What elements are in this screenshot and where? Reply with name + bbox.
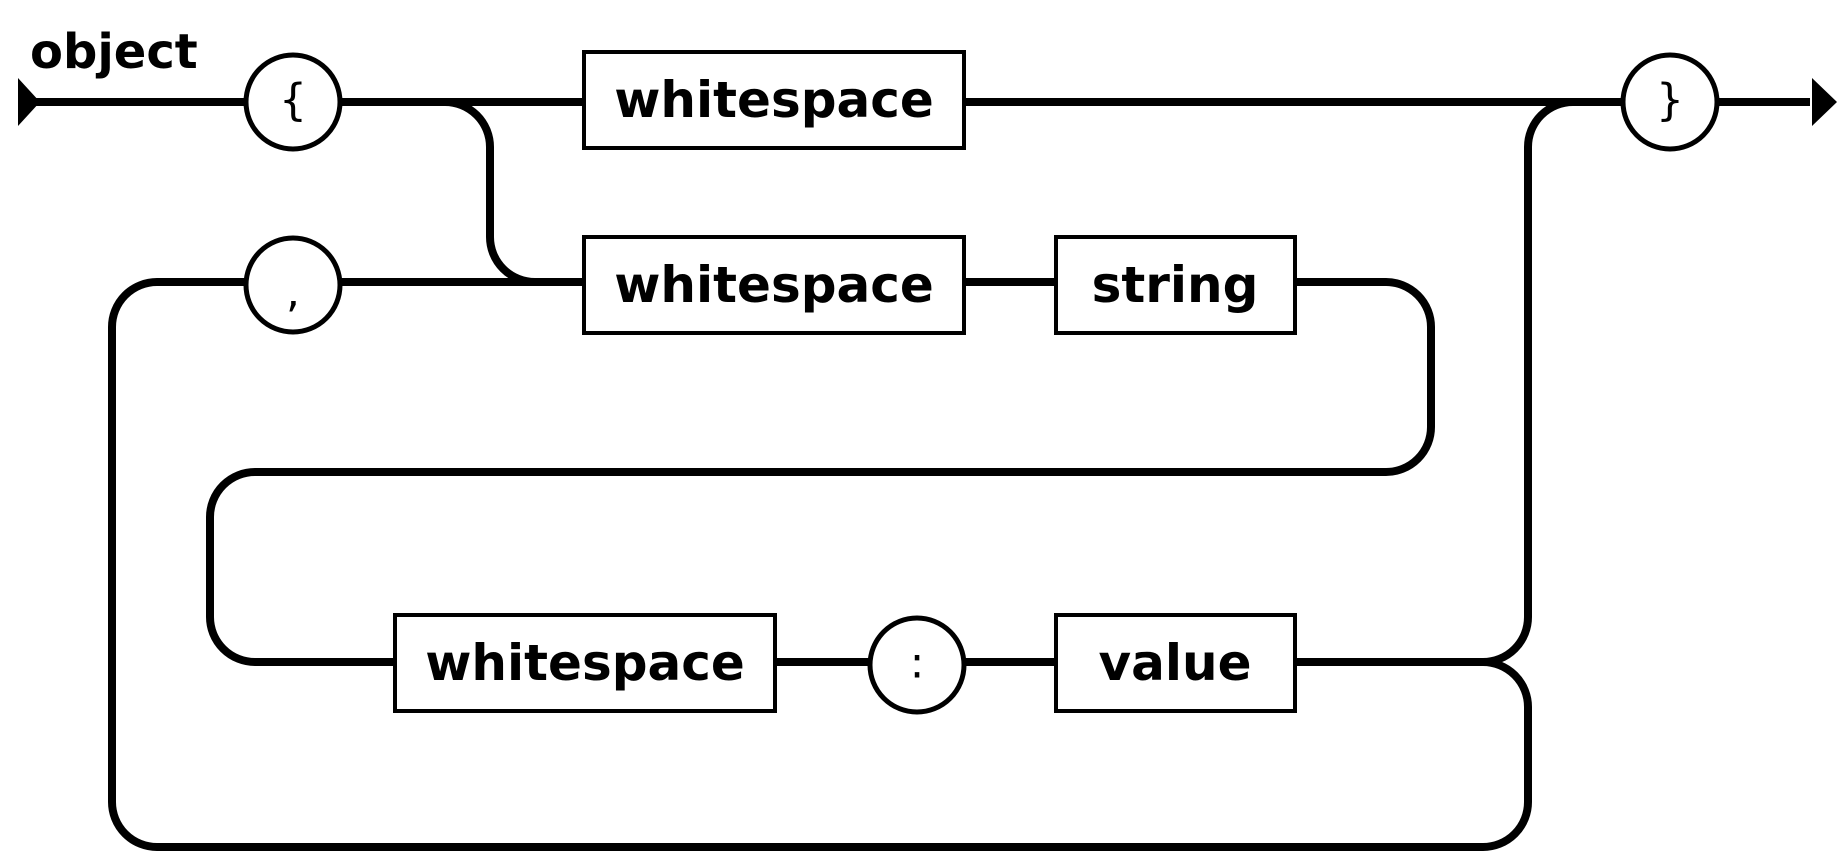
member-branch-track [400, 98, 588, 286]
value-box: value [1054, 613, 1297, 713]
value-label: value [1099, 634, 1252, 692]
railroad-tracks [30, 98, 1810, 851]
string-wrap-track [206, 278, 1435, 666]
whitespace-mid-label: whitespace [614, 256, 934, 314]
open-brace-terminal: { [243, 52, 343, 152]
whitespace-top-label: whitespace [614, 71, 934, 129]
close-brace-terminal: } [1620, 52, 1720, 152]
whitespace-box-top: whitespace [582, 50, 966, 150]
open-brace-label: { [279, 75, 307, 126]
string-label: string [1092, 256, 1259, 314]
whitespace-bottom-label: whitespace [425, 634, 745, 692]
whitespace-box-bottom: whitespace [393, 613, 777, 713]
diagram-title: object [30, 24, 198, 80]
string-box: string [1054, 235, 1297, 335]
whitespace-box-member: whitespace [582, 235, 966, 335]
value-exit-track [1293, 98, 1623, 666]
entry-arrow-icon [18, 78, 40, 126]
comma-label: , [286, 267, 300, 318]
colon-label: : [910, 638, 925, 689]
colon-terminal: : [867, 615, 967, 715]
close-brace-label: } [1656, 75, 1684, 126]
comma-terminal: , [243, 235, 343, 335]
loop-back-track [108, 278, 1532, 851]
exit-arrow-icon [1812, 78, 1837, 126]
